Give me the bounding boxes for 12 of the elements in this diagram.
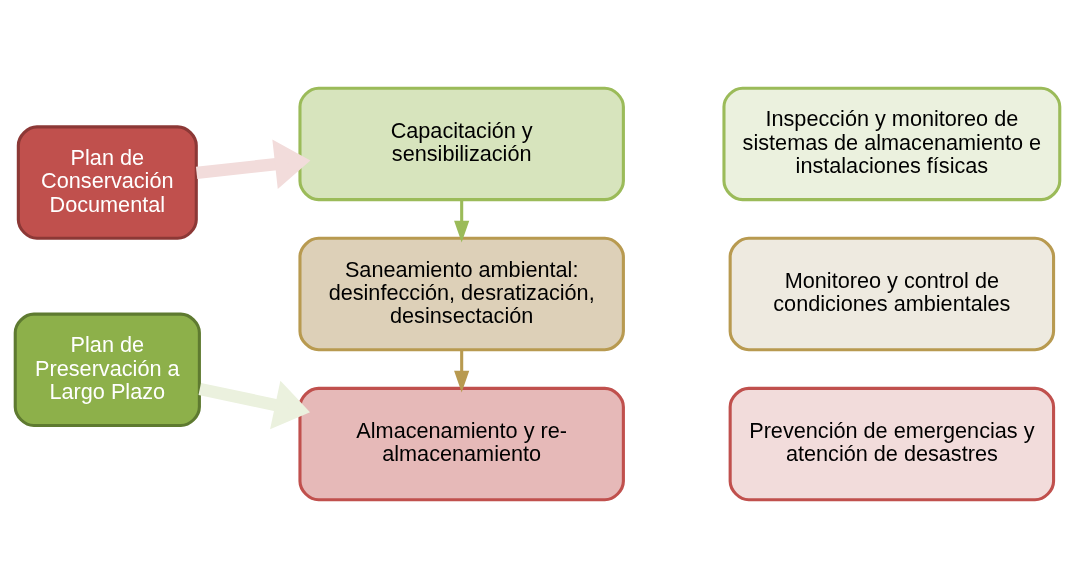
arrow (454, 349, 470, 392)
node-box: Prevención de emergencias y atención de desastres (728, 386, 1056, 501)
node-box: Capacitación y sensibilización (298, 86, 625, 201)
arrow (454, 199, 470, 242)
arrow (195, 139, 311, 189)
node-box: Monitoreo y control de condiciones ambientales (728, 236, 1056, 351)
node-box: Plan de Conservación Documental (16, 124, 198, 240)
node-box: Saneamiento ambiental: desinfección, desratización, desinsectación (298, 236, 625, 351)
node-box: Inspección y monitoreo de sistemas de almacenamiento e instalaciones físicas (722, 86, 1062, 201)
arrow (198, 380, 311, 429)
node-box: Almacenamiento y re-almacenamiento (298, 386, 625, 501)
node-box: Plan de Preservación a Largo Plazo (13, 312, 201, 427)
